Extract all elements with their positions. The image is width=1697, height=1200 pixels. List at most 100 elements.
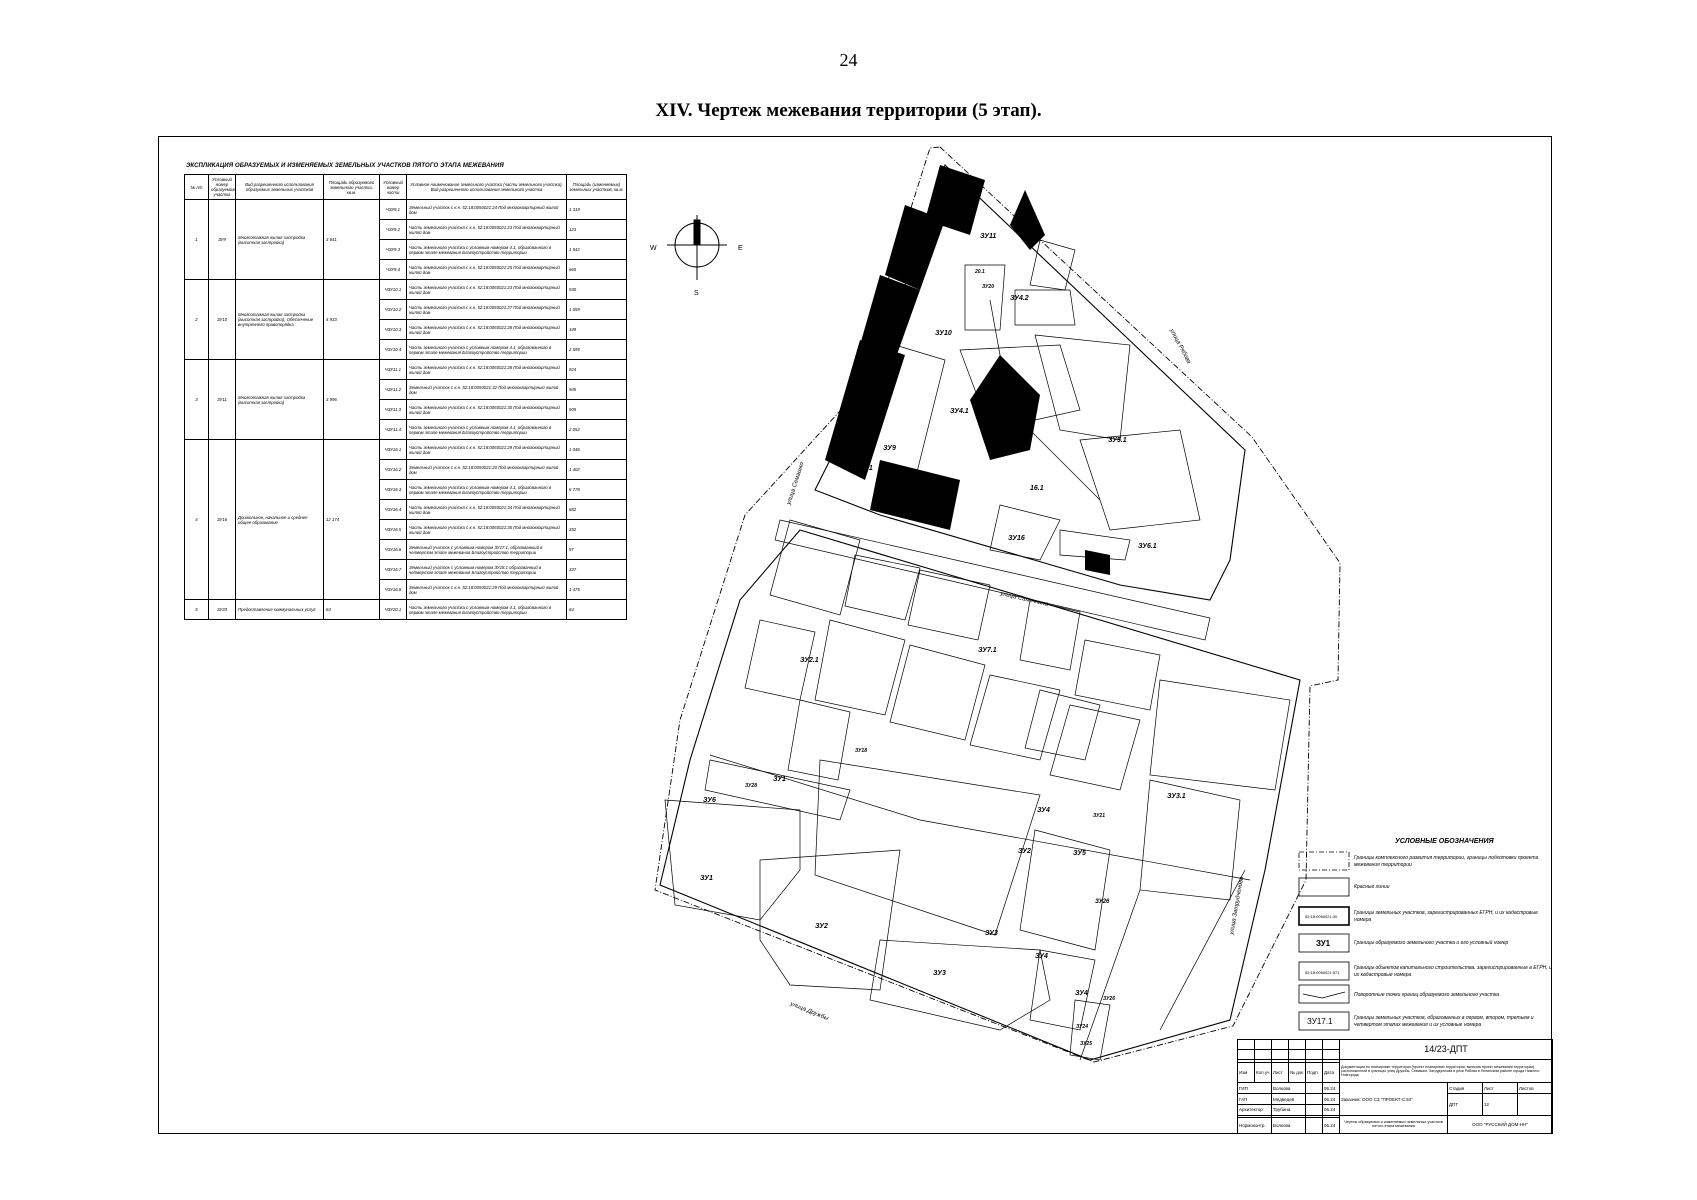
table-cell: 1 542 <box>566 239 627 260</box>
table-cell: ЧЗУ16.8 <box>379 579 407 600</box>
label-zu28: ЗУ28 <box>745 783 757 789</box>
svg-text:52:18:0050021:571: 52:18:0050021:571 <box>1305 970 1340 975</box>
table-cell: 4 <box>184 439 209 600</box>
label-zu21b: ЗУ21 <box>1093 813 1105 819</box>
table-cell: 1 319 <box>566 199 627 220</box>
label-zu9: ЗУ9 <box>883 445 896 452</box>
legend-item-text: Границы комплексного развития территории… <box>1354 855 1539 868</box>
table-cell: ЧЗУ11.2 <box>379 379 407 400</box>
stamp-stage: ДПТ <box>1447 1093 1483 1116</box>
label-zu1: ЗУ1 <box>700 875 713 882</box>
table-cell: 2 595 <box>566 339 627 360</box>
table-cell: Часть земельного участка с к.н. 52:18:00… <box>406 439 567 460</box>
stamp-name: Медведев <box>1271 1093 1306 1106</box>
plot-zu2 <box>759 849 901 991</box>
plot-zu31 <box>1149 679 1291 791</box>
table-cell: 64 <box>323 599 380 620</box>
street-ryabova-label: улица Рябова <box>1168 327 1192 365</box>
label-zu10: ЗУ10 <box>935 330 952 337</box>
stamp-stage-header: Стадия <box>1447 1082 1483 1095</box>
title-block-stamp: 14/23-ДПТ Документация по планировке тер… <box>1237 1039 1554 1135</box>
table-cell: Часть земельного участка с к.н. 52:18:00… <box>406 499 567 520</box>
table-cell: ЧЗУ16.4 <box>379 499 407 520</box>
label-zu71: ЗУ7.1 <box>978 647 997 654</box>
legend-item-text: Границы земельных участков, образованных… <box>1354 1015 1534 1028</box>
stamp-code: 14/23-ДПТ <box>1338 1039 1554 1060</box>
table-cell: 352 <box>566 519 627 540</box>
table-cell: 349 <box>566 319 627 340</box>
header-cell: Условное наименование земельного участка… <box>406 174 567 200</box>
plot-east-edge <box>1139 779 1241 901</box>
table-cell: Земельный участок с к.н. 52:18:0050021:2… <box>406 459 567 480</box>
explication-caption: Экспликация образуемых и изменяемых земе… <box>186 163 504 169</box>
label-zu3: ЗУ3 <box>933 970 946 977</box>
label-zu2: ЗУ2 <box>815 923 828 930</box>
stamp-description: Документация по планировке территории (п… <box>1338 1058 1554 1084</box>
stamp-sheets-header: Листов <box>1516 1082 1554 1095</box>
table-cell: ЧЗУ9.2 <box>379 219 407 240</box>
table-cell: Часть земельного участка с к.н. 52:18:00… <box>406 319 567 340</box>
stamp-header: Изм <box>1237 1062 1255 1084</box>
table-cell: ЧЗУ16.3 <box>379 479 407 500</box>
table-cell: Часть земельного участка с к.н. 52:18:00… <box>406 259 567 280</box>
stamp-name: Волкова <box>1271 1117 1306 1134</box>
stamp-name: Трубина <box>1271 1104 1306 1116</box>
plot-divider <box>1079 889 1141 1061</box>
drawing-frame <box>158 136 1552 1134</box>
legend-item-text: Поворотные точки границ образуемого земе… <box>1354 992 1500 998</box>
table-cell: 1 <box>184 199 209 280</box>
legend-item-text: Красные линии <box>1354 884 1390 890</box>
label-zu16: ЗУ16 <box>1008 535 1025 542</box>
plot-divider <box>894 344 946 501</box>
label-zu24: ЗУ24 <box>1076 1024 1088 1030</box>
legend-samples <box>1298 851 1350 1031</box>
table-cell: Часть земельного участка с к.н. 52:18:00… <box>406 299 567 320</box>
label-zu41: ЗУ4.1 <box>950 408 969 415</box>
stamp-role: ГИП <box>1237 1082 1272 1095</box>
stamp-date: 06.24 <box>1322 1082 1340 1095</box>
label-zu4: ЗУ4 <box>1035 953 1048 960</box>
table-cell: 4 933 <box>323 279 380 360</box>
compass-s-label: S <box>694 290 699 297</box>
stamp-customer: Заказчик: ООО СЗ "ПРОЕКТ-СЭЗ" <box>1339 1082 1448 1116</box>
svg-text:ЗУ17.1: ЗУ17.1 <box>1307 1017 1333 1026</box>
plot-divider <box>1159 869 1246 1031</box>
table-cell: Часть земельного участка с к.н. 52:18:00… <box>406 399 567 420</box>
table-cell: ЧЗУ10.2 <box>379 299 407 320</box>
label-zu6: ЗУ6 <box>703 797 716 804</box>
stamp-sheet: 12 <box>1482 1093 1518 1116</box>
label-zu18: ЗУ18 <box>855 748 867 754</box>
plot-central-building <box>814 759 1041 936</box>
table-cell: 2 <box>184 279 209 360</box>
table-cell: 5 <box>184 599 209 620</box>
table-cell: 665 <box>566 259 627 280</box>
table-cell: Земельный участок с к.н. 52:18:0050021:2… <box>406 579 567 600</box>
street-semashko-label: улица Семашко <box>786 461 806 507</box>
label-zu42: ЗУ4.2 <box>1010 295 1029 302</box>
table-cell: ЗУ11 <box>208 359 236 440</box>
label-zu31: ЗУ3.1 <box>1167 793 1186 800</box>
street-druzhby-label: улица Дружбы <box>788 1001 829 1022</box>
stamp-sheet-header: Лист <box>1482 1082 1518 1095</box>
red-line <box>709 754 1251 881</box>
table-cell: ЧЗУ16.5 <box>379 519 407 540</box>
plot-zu4 <box>1029 949 1096 1031</box>
label-zu21: ЗУ2.1 <box>800 657 819 664</box>
stamp-role: Архитектор <box>1237 1104 1272 1116</box>
compass-w-label: W <box>650 245 657 252</box>
compass-e-label: E <box>738 245 743 252</box>
label-zu51: ЗУ5.1 <box>1108 437 1127 444</box>
table-cell: Часть земельного участка с условным номе… <box>406 479 567 500</box>
stamp-date: 06.24 <box>1322 1117 1340 1134</box>
table-cell: 2 052 <box>566 419 627 440</box>
table-cell: 930 <box>566 279 627 300</box>
table-cell: ЧЗУ10.3 <box>379 319 407 340</box>
